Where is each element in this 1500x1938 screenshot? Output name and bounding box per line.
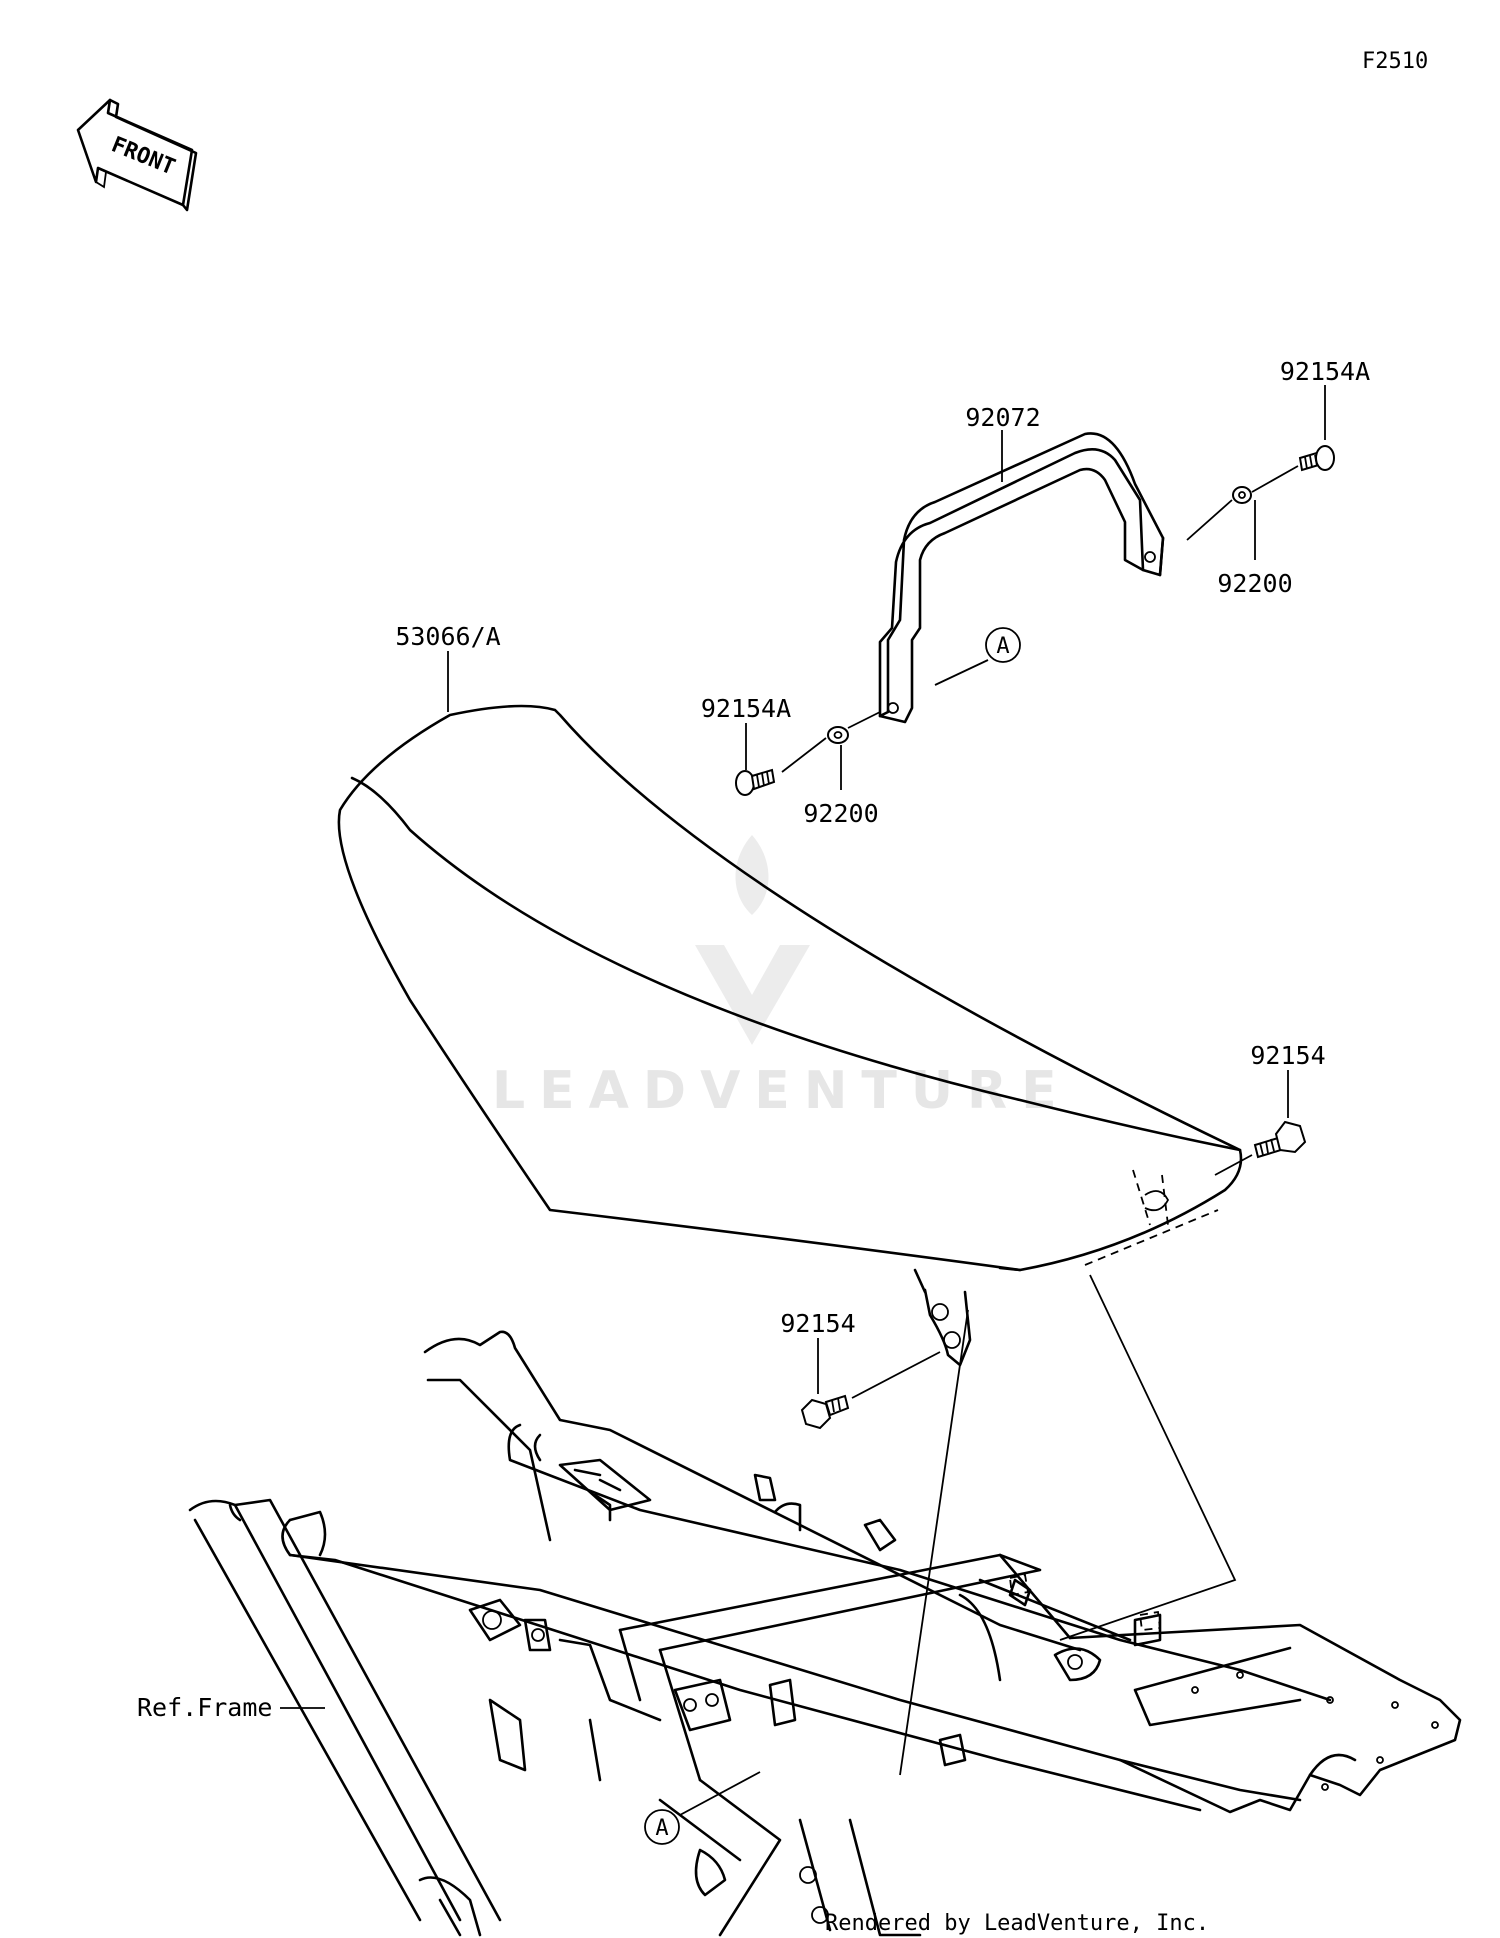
seat (337, 704, 1243, 1367)
callout-ref-frame: Ref.Frame (137, 1693, 272, 1722)
callout-washer-left-top: 92200 (803, 799, 878, 828)
callout-washer-rear-top: 92200 (1217, 569, 1292, 598)
reference-a-upper: A (985, 627, 1021, 663)
bolt-rear-top (1298, 445, 1335, 472)
guide-seat-front-to-frame (899, 1309, 969, 1776)
bracket-hole-front (887, 702, 899, 714)
reference-a-lower: A (644, 1809, 680, 1845)
figure-code: F2510 (1362, 49, 1428, 74)
reference-a-lower-label: A (655, 1816, 668, 1841)
seat-strap-bracket (878, 432, 1165, 724)
reference-a-upper-label: A (996, 634, 1009, 659)
bracket-hole-rear (1144, 551, 1156, 563)
front-direction-arrow-icon: FRONT (76, 98, 198, 212)
washer-rear (1232, 486, 1252, 504)
guide-seat-rear-to-frame (1059, 1274, 1237, 1641)
callout-bolt-left-top: 92154A (701, 694, 791, 723)
callout-bracket: 92072 (965, 403, 1040, 432)
watermark: LEADVENTURE (492, 835, 1071, 1121)
bolt-left-top (735, 768, 776, 796)
frame (188, 1330, 1462, 1937)
callout-bolt-seat-rear: 92154 (1250, 1041, 1325, 1070)
bolt-seat-front (800, 1394, 850, 1430)
callout-seat: 53066/A (395, 622, 500, 651)
leadventure-logo-icon (695, 835, 810, 1045)
bolt-seat-rear (1253, 1120, 1307, 1159)
callout-bolt-rear-top: 92154A (1280, 357, 1370, 386)
guide-a-lower (679, 1771, 761, 1816)
watermark-text: LEADVENTURE (492, 1061, 1071, 1121)
footer-credit: Rendered by LeadVenture, Inc. (825, 1911, 1209, 1936)
guide-a-upper (934, 659, 989, 686)
washer-left (827, 726, 849, 744)
callout-bolt-seat-front: 92154 (780, 1309, 855, 1338)
